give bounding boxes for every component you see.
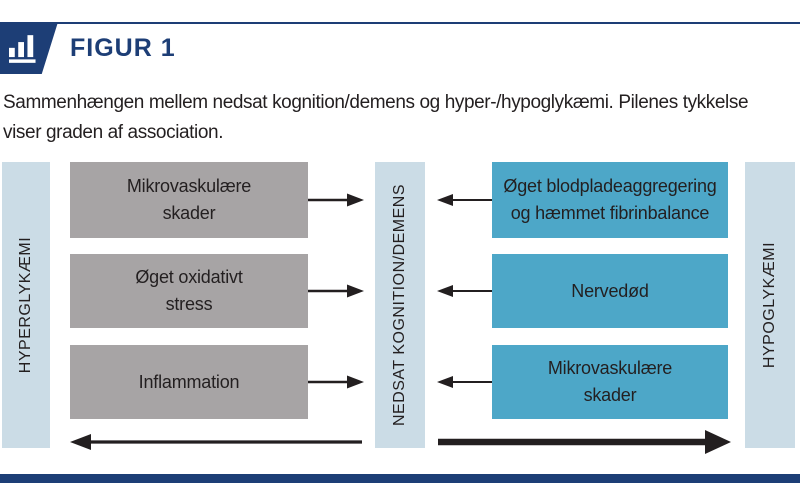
- box-oxidative-stress: Øget oxidativt stress: [70, 254, 308, 328]
- hyperglycemia-bar: HYPERGLYKÆMI: [2, 162, 50, 448]
- arrow-hyper-row3-icon: [308, 375, 364, 389]
- arrow-hypo-row3-icon: [437, 376, 492, 388]
- box-inflammation: Inflammation: [70, 345, 308, 419]
- arrow-hyper-row2-icon: [308, 284, 364, 298]
- bar-chart-icon: [9, 35, 36, 63]
- figure-title: FIGUR 1: [70, 33, 176, 62]
- header-rule: [0, 22, 800, 24]
- box-microvascular-damage-right: Mikrovaskulære skader: [492, 345, 728, 419]
- figure-caption: Sammenhængen mellem nedsat kognition/dem…: [3, 92, 749, 143]
- hypoglycemia-label: HYPOGLYKÆMI: [761, 241, 778, 369]
- box-microvascular-damage-left: Mikrovaskulære skader: [70, 162, 308, 238]
- box-nerve-death: Nervedød: [492, 254, 728, 328]
- box-platelet-aggregation: Øget blodpladeaggregering og hæmmet fibr…: [492, 162, 728, 238]
- arrow-hyper-row1-icon: [308, 193, 364, 207]
- arrow-association-hypoglycemia-icon: [438, 430, 731, 454]
- hypoglycemia-bar: HYPOGLYKÆMI: [745, 162, 795, 448]
- arrow-hypo-row2-icon: [437, 285, 492, 297]
- arrow-hypo-row1-icon: [437, 194, 492, 206]
- cognition-dementia-bar: NEDSAT KOGNITION/DEMENS: [375, 162, 425, 448]
- footer-rule: [0, 474, 800, 483]
- hyperglycemia-label: HYPERGLYKÆMI: [17, 236, 34, 374]
- cognition-dementia-label: NEDSAT KOGNITION/DEMENS: [391, 183, 408, 427]
- arrow-association-hyperglycemia-icon: [70, 434, 362, 450]
